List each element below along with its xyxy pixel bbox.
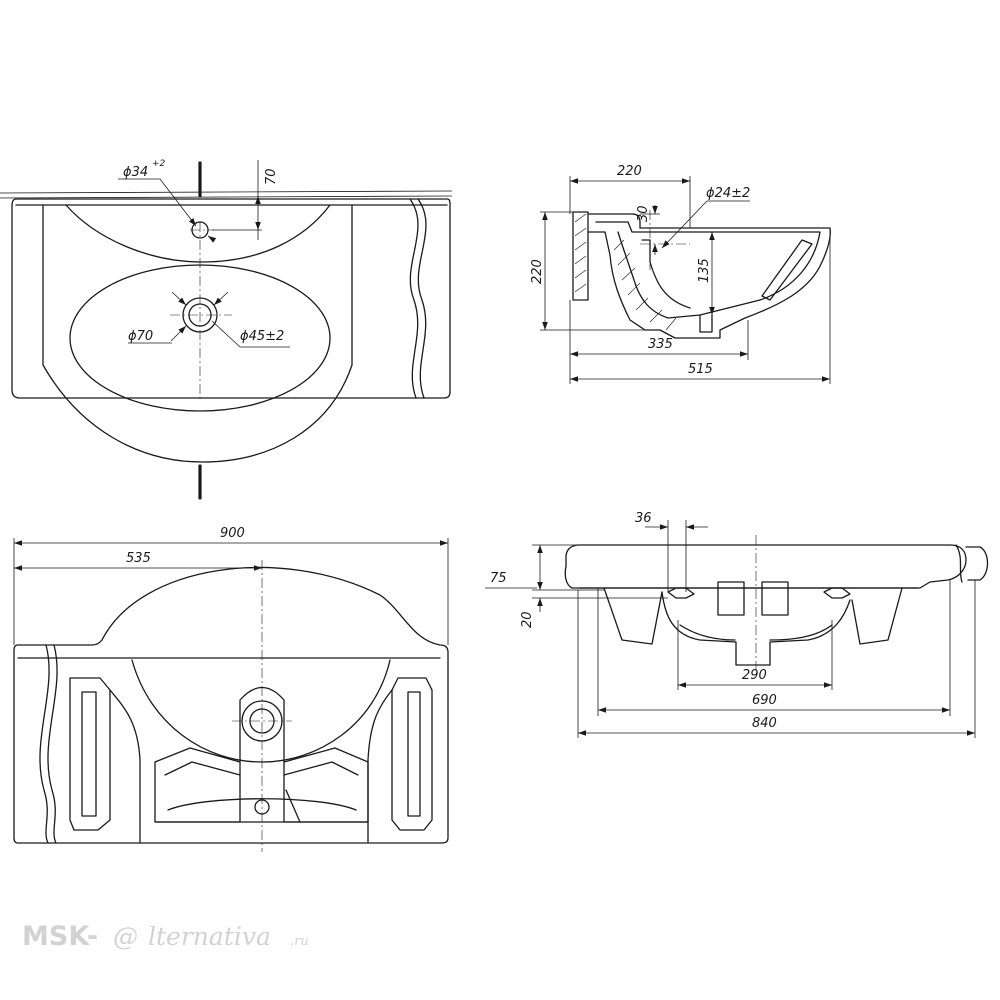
front-left-leg (603, 587, 663, 645)
side-top-width-label: 220 (617, 164, 642, 179)
wall-plate (572, 211, 589, 301)
center-distance-label: 535 (126, 551, 151, 566)
overflow-offset-label: 30 (636, 205, 651, 222)
bottom-frame-right (283, 747, 369, 823)
bottom-frame-left (154, 747, 241, 823)
tap-offset-label: 70 (264, 168, 279, 185)
watermark-mark: @ (113, 922, 138, 951)
bottom-right-rib (391, 677, 433, 831)
top-view: ϕ34 +2 70 ϕ70 ϕ45±2 (0, 159, 453, 500)
top-view-break-line (409, 198, 419, 399)
drain-stub (699, 314, 713, 333)
total-depth-label: 515 (688, 362, 713, 377)
drain-inner-label: ϕ45±2 (240, 329, 284, 344)
bottom-view: 900 535 (13, 526, 449, 852)
overflow-channel (761, 239, 813, 301)
top-view-basin (42, 204, 353, 463)
front-view: 36 75 20 290 690 840 (485, 511, 989, 738)
front-right-leg (851, 587, 903, 645)
bottom-view-outline (13, 566, 449, 844)
total-width-label: 900 (220, 526, 245, 541)
bowl-width-label: 290 (742, 668, 767, 683)
front-inner-support-right (761, 581, 789, 616)
side-height-label: 220 (530, 259, 545, 284)
tap-hole-tolerance: +2 (152, 159, 166, 169)
bottom-view-break-line (39, 644, 50, 844)
top-view-outline (11, 198, 451, 399)
basin-section-outer (587, 213, 831, 339)
tap-hole-label: ϕ34 (123, 165, 148, 180)
top-view-deck-curve (65, 204, 331, 263)
side-section-view: 220 220 30 ϕ24±2 135 335 515 (530, 164, 831, 384)
drain-distance-label: 335 (648, 337, 673, 352)
front-bowl (661, 591, 851, 666)
bottom-bowl-curve (131, 659, 391, 763)
front-mount-hole-left (667, 587, 695, 599)
bowl-depth-label: 135 (697, 258, 712, 283)
watermark-right: lternativa (148, 922, 271, 951)
watermark-logo: MSK- @ lternativa .ru (22, 921, 309, 952)
overall-width-label: 840 (752, 716, 777, 731)
top-view-rim-extension (0, 190, 453, 194)
drain-outer-label: ϕ70 (128, 329, 153, 344)
front-view-slab (564, 544, 967, 589)
support-width-label: 36 (635, 511, 652, 526)
bottom-left-rib (69, 677, 111, 831)
watermark-suffix: .ru (290, 934, 309, 949)
front-mount-hole-right (823, 587, 851, 599)
front-inner-support-left (717, 581, 745, 616)
watermark-left: MSK- (22, 921, 98, 952)
inner-width-label: 690 (752, 693, 777, 708)
overflow-hole-label: ϕ24±2 (706, 186, 750, 201)
total-height-label: 75 (490, 571, 507, 586)
rim-thickness-label: 20 (520, 611, 535, 628)
basin-section-inner (595, 221, 821, 319)
front-view-break-line (955, 544, 963, 583)
